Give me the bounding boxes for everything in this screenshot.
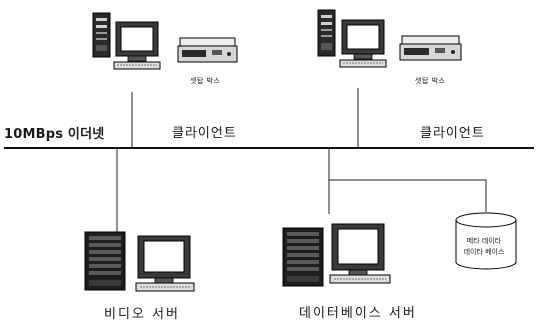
database-server-label: 데이터베이스 서버 (299, 306, 417, 321)
client-1-workstation (92, 12, 161, 70)
video-server-label: 비디오 서버 (104, 307, 180, 322)
client-2-workstation (317, 9, 387, 68)
database-link-line (329, 179, 487, 212)
database-label-line2: 데이타 베이스 (463, 248, 505, 256)
metadata-database-cylinder (455, 212, 517, 270)
database-cylinder-top (455, 212, 517, 228)
database-server-computer (282, 223, 391, 287)
database-cylinder-body (455, 220, 517, 270)
client-1-label: 클라이언트 (172, 126, 237, 141)
settop-1-label: 셋탑 박스 (190, 77, 221, 85)
settop-2-label: 셋탑 박스 (415, 77, 446, 85)
client-2-settop-box (399, 35, 462, 61)
video-server-computer (84, 231, 195, 292)
client-1-settop-box (177, 37, 238, 63)
client-2-label: 클라이언트 (420, 126, 485, 141)
settop-2-top (401, 35, 460, 45)
settop-1-top (179, 37, 236, 47)
database-label-line1: 메타 데이타 (466, 237, 502, 245)
ethernet-label: 10MBps 이더넷 (4, 127, 105, 142)
